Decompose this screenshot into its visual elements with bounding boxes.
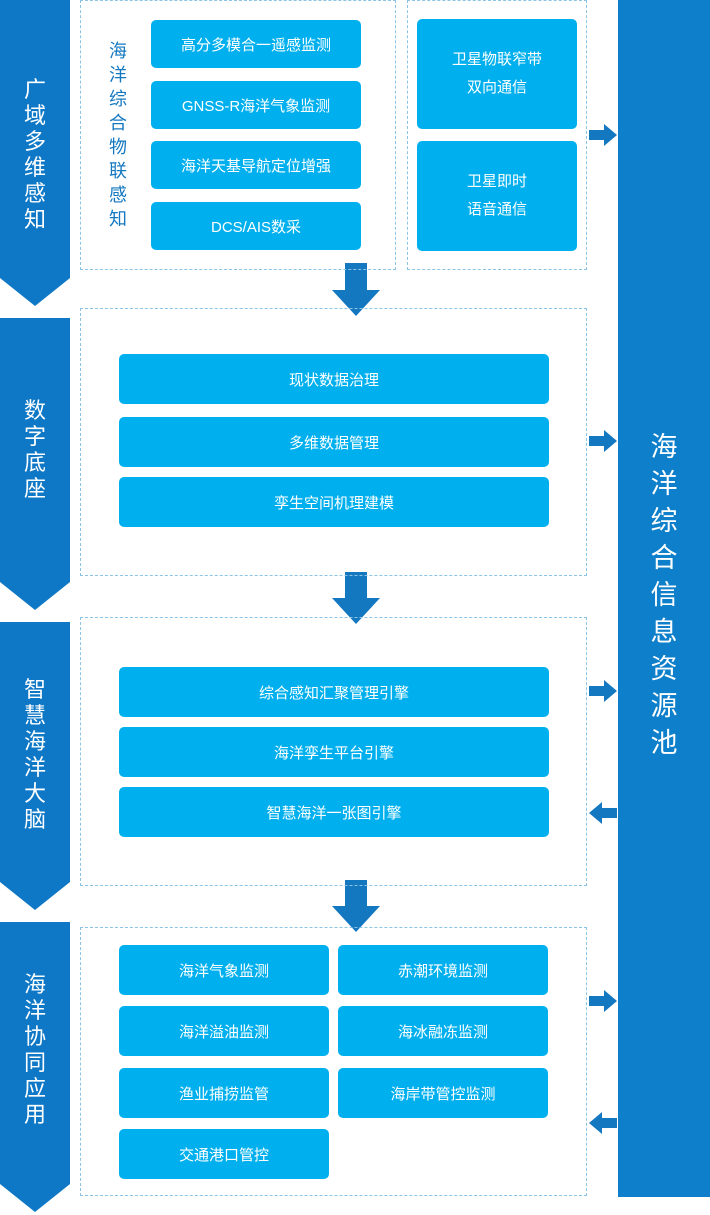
perception-item-dcs-ais: DCS/AIS数采 [151, 202, 361, 250]
comm-item-satellite-iot: 卫星物联窄带 双向通信 [417, 19, 577, 129]
resource-pool-bar [618, 0, 710, 1197]
pool-arrow-in-3 [589, 680, 617, 702]
perception-item-remote-sensing: 高分多模合一遥感监测 [151, 20, 361, 68]
brain-item-map-engine: 智慧海洋一张图引擎 [119, 787, 549, 837]
vertical-char: 资 [650, 653, 678, 684]
digital-base-box [80, 308, 587, 576]
vertical-char: 洋 [23, 755, 46, 780]
vertical-char: 脑 [23, 807, 46, 832]
flow-arrow-down-3 [332, 880, 380, 932]
vertical-char: 合 [650, 542, 678, 573]
app-item-fishery: 渔业捕捞监管 [119, 1068, 329, 1118]
vertical-char: 合 [109, 113, 127, 133]
digital-base-item-management: 多维数据管理 [119, 417, 549, 467]
app-item-red-tide: 赤潮环境监测 [338, 945, 548, 995]
flow-arrow-down-2 [332, 572, 380, 624]
comm-item-satellite-iot-line2: 双向通信 [466, 79, 527, 96]
vertical-char: 海 [23, 972, 46, 997]
pool-arrow-in-2 [589, 430, 617, 452]
vertical-char: 海 [109, 41, 127, 61]
stage-chevron-smart-brain [0, 622, 70, 910]
vertical-char: 广 [23, 77, 46, 102]
flow-arrow-down-1 [332, 263, 380, 316]
vertical-char: 协 [23, 1024, 46, 1049]
vertical-char: 综 [109, 89, 127, 109]
perception-item-gnss-r: GNSS-R海洋气象监测 [151, 81, 361, 129]
vertical-char: 知 [23, 207, 46, 232]
vertical-char: 洋 [23, 998, 46, 1023]
vertical-char: 座 [23, 476, 46, 501]
brain-box [80, 617, 587, 886]
vertical-char: 源 [650, 690, 678, 721]
vertical-char: 综 [650, 505, 678, 536]
vertical-char: 洋 [109, 65, 127, 85]
vertical-char: 海 [23, 729, 46, 754]
stage-label-smart-brain: 智慧海洋大脑 [0, 660, 70, 850]
app-item-meteorology: 海洋气象监测 [119, 945, 329, 995]
stage-label-wide-area: 广域多维感知 [0, 60, 70, 250]
stage-chevron-digital-base [0, 318, 70, 610]
perception-group-box [80, 0, 396, 270]
vertical-char: 物 [109, 137, 127, 157]
vertical-char: 息 [650, 616, 678, 647]
vertical-char: 维 [23, 155, 46, 180]
vertical-char: 洋 [650, 468, 678, 499]
vertical-char: 同 [23, 1050, 46, 1075]
vertical-char: 域 [23, 103, 46, 128]
perception-item-navigation: 海洋天基导航定位增强 [151, 141, 361, 189]
perception-group-label: 海洋综合物联感知 [100, 20, 136, 250]
vertical-char: 信 [650, 579, 678, 610]
pool-arrow-out-1 [589, 802, 617, 824]
vertical-char: 慧 [23, 703, 46, 728]
vertical-char: 字 [23, 424, 46, 449]
vertical-char: 大 [23, 781, 46, 806]
stage-label-collab-apps: 海洋协同应用 [0, 955, 70, 1145]
comm-item-satellite-iot-line1: 卫星物联窄带 [451, 51, 542, 68]
stage-chevron-collab-apps [0, 922, 70, 1212]
vertical-char: 多 [23, 129, 46, 154]
app-item-sea-ice: 海冰融冻监测 [338, 1006, 548, 1056]
vertical-char: 用 [23, 1102, 46, 1127]
comm-group-box [407, 0, 587, 270]
vertical-char: 池 [650, 727, 678, 758]
digital-base-item-governance: 现状数据治理 [119, 354, 549, 404]
vertical-char: 联 [109, 161, 127, 181]
comm-item-satellite-voice: 卫星即时 语音通信 [417, 141, 577, 251]
comm-item-satellite-voice-line2: 语音通信 [466, 201, 527, 218]
brain-item-twin-engine: 海洋孪生平台引擎 [119, 727, 549, 777]
comm-item-satellite-voice-line1: 卫星即时 [466, 173, 527, 190]
vertical-char: 数 [23, 398, 46, 423]
app-item-oil-spill: 海洋溢油监测 [119, 1006, 329, 1056]
pool-arrow-out-2 [589, 1112, 617, 1134]
pool-arrow-in-4 [589, 990, 617, 1012]
vertical-char: 感 [23, 181, 46, 206]
vertical-char: 知 [109, 209, 127, 229]
stage-label-digital-base: 数字底座 [0, 380, 70, 520]
pool-arrow-in-1 [589, 124, 617, 146]
app-item-coastal: 海岸带管控监测 [338, 1068, 548, 1118]
vertical-char: 应 [23, 1076, 46, 1101]
vertical-char: 感 [109, 185, 127, 205]
app-item-port-traffic: 交通港口管控 [119, 1129, 329, 1179]
apps-box [80, 927, 587, 1196]
vertical-char: 海 [650, 431, 678, 462]
vertical-char: 底 [23, 450, 46, 475]
digital-base-item-modeling: 孪生空间机理建模 [119, 477, 549, 527]
stage-chevron-wide-area [0, 0, 70, 306]
brain-item-perception-engine: 综合感知汇聚管理引擎 [119, 667, 549, 717]
vertical-char: 智 [23, 677, 46, 702]
resource-pool-label: 海洋综合信息资源池 [618, 410, 710, 780]
